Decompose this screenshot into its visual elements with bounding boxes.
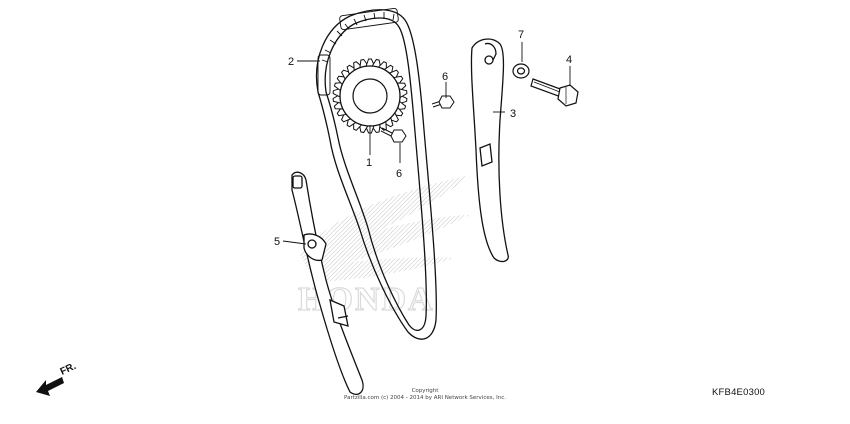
cam-sprocket (332, 58, 408, 134)
copyright-notice: Copyright Partzilla.com (c) 2004 - 2014 … (300, 388, 550, 401)
callout-1: 1 (366, 157, 372, 169)
callout-6-lower: 6 (396, 168, 402, 180)
cam-chain-guide (291, 171, 364, 395)
chain-tensioner-arm (470, 38, 509, 263)
callout-leader-lines (282, 42, 571, 245)
tensioner-pivot-bolt (530, 78, 579, 107)
front-direction-arrow: FR. (36, 361, 78, 396)
sprocket-bolt-upper (431, 95, 455, 109)
sealing-washer (512, 63, 530, 79)
callout-4: 4 (566, 54, 572, 66)
diagram-code: KFB4E0300 (712, 387, 766, 398)
front-direction-label: FR. (59, 361, 78, 378)
callout-5: 5 (274, 236, 280, 248)
callout-7: 7 (518, 29, 524, 41)
copyright-line-2: Partzilla.com (c) 2004 - 2014 by ARI Net… (344, 394, 506, 401)
callout-2: 2 (288, 56, 294, 68)
cam-chain (315, 7, 437, 340)
copyright-line-1: Copyright (411, 388, 439, 394)
callout-3: 3 (510, 108, 516, 120)
sprocket-bolt-lower (380, 127, 407, 143)
callout-6-upper: 6 (442, 71, 448, 83)
